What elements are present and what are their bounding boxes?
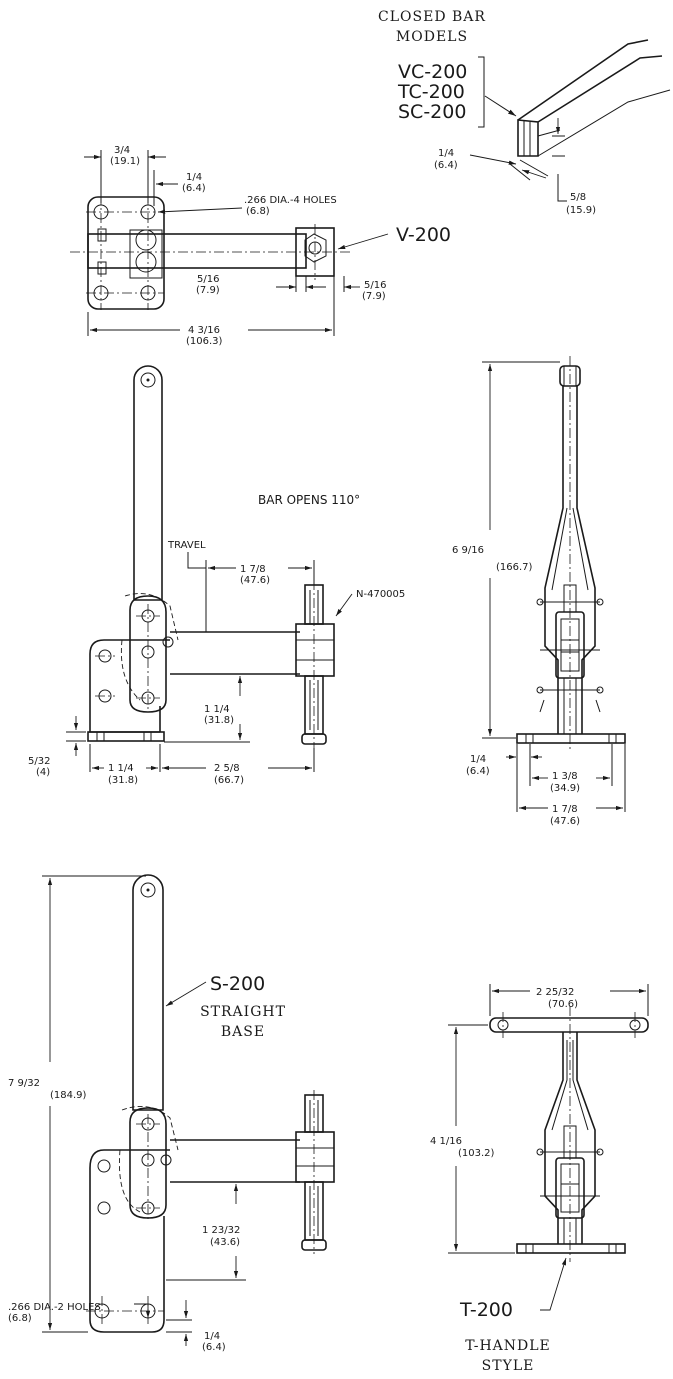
dim-t-width-mm: (70.6): [548, 999, 578, 1010]
dim-travel-mm: (47.6): [240, 575, 270, 586]
dim-front-c: 1 7/8: [552, 804, 578, 815]
t-handle-view: 2 25/32 (70.6) 4 1/16 (103.2) T-200 T-HA…: [430, 984, 649, 1374]
dim-closed-height-mm: (15.9): [566, 205, 596, 216]
dim-travel: 1 7/8: [240, 564, 266, 575]
model-sc-200: SC-200: [398, 101, 466, 123]
dim-side-height-mm: (31.8): [204, 715, 234, 726]
dim-t-width: 2 25/32: [536, 987, 574, 998]
dim-straight-height-mm: (184.9): [50, 1090, 87, 1101]
model-tc-200: TC-200: [397, 81, 465, 103]
dim-top-total: 4 3/16: [188, 325, 220, 336]
straight-holes-mm: (6.8): [8, 1313, 32, 1324]
dim-closed-height: 5/8: [570, 192, 586, 203]
travel-label: TRAVEL: [167, 540, 206, 551]
straight-label-2: BASE: [221, 1024, 265, 1040]
dim-top-b: 1/4: [186, 172, 202, 183]
dim-t-height-mm: (103.2): [458, 1148, 495, 1159]
straight-base-body: [89, 1149, 170, 1333]
side-handle: [133, 365, 163, 601]
closed-bar-title-2: MODELS: [396, 29, 468, 45]
top-arm: [87, 233, 307, 269]
model-vc-200: VC-200: [398, 61, 467, 83]
dim-side-height: 1 1/4: [204, 704, 230, 715]
t-handle-label-2: STYLE: [482, 1358, 535, 1374]
closed-bar-detail: CLOSED BAR MODELS VC-200 TC-200 SC-200 1…: [378, 9, 671, 216]
dim-front-height: 6 9/16: [452, 545, 484, 556]
dim-top-d-mm: (7.9): [362, 291, 386, 302]
dim-t-height: 4 1/16: [430, 1136, 462, 1147]
dim-top-a: 3/4: [114, 145, 130, 156]
straight-handle: [132, 874, 164, 1111]
dim-straight-spindle: 1 23/32: [202, 1225, 240, 1236]
dim-side-base-t-mm: (4): [36, 767, 50, 778]
dim-front-height-mm: (166.7): [496, 562, 533, 573]
dim-front-a-mm: (6.4): [466, 766, 490, 777]
dim-top-c-mm: (7.9): [196, 285, 220, 296]
dim-side-base-mm: (31.8): [108, 775, 138, 786]
dim-front-b-mm: (34.9): [550, 783, 580, 794]
straight-label-1: STRAIGHT: [200, 1004, 286, 1020]
dim-front-b: 1 3/8: [552, 771, 578, 782]
dim-top-total-mm: (106.3): [186, 336, 223, 347]
top-view: V-200 3/4 (19.1) 1/4 (6.4) .266 DIA.-4 H…: [70, 145, 451, 347]
straight-base-view: S-200 STRAIGHT BASE 7 9/32 (184.9) 1 23/…: [8, 874, 335, 1353]
model-s-200: S-200: [210, 973, 265, 995]
top-holes-label: .266 DIA.-4 HOLES: [244, 195, 337, 206]
straight-holes-label: .266 DIA.-2 HOLES: [8, 1302, 101, 1313]
dim-straight-spindle-mm: (43.6): [210, 1237, 240, 1248]
dim-front-a: 1/4: [470, 754, 486, 765]
dim-closed-thick: 1/4: [438, 148, 454, 159]
dim-top-b-mm: (6.4): [182, 183, 206, 194]
front-view: 6 9/16 (166.7) 1/4 (6.4) 1 3/8 (34.9) 1 …: [452, 356, 626, 827]
t-handle-label-1: T-HANDLE: [465, 1338, 551, 1354]
side-view: BAR OPENS 110° TRAVEL 1 7/8 (47.6) N-470…: [28, 365, 405, 786]
dim-closed-thick-mm: (6.4): [434, 160, 458, 171]
dim-top-d: 5/16: [364, 280, 386, 291]
dim-straight-t-mm: (6.4): [202, 1342, 226, 1353]
model-v-200: V-200: [396, 224, 451, 246]
dim-side-base: 1 1/4: [108, 763, 134, 774]
top-base-plate: [87, 196, 165, 310]
model-bracket: [478, 56, 485, 128]
t-handle-bar: [489, 1017, 649, 1033]
part-label: N-470005: [356, 589, 405, 600]
bar-opens-label: BAR OPENS 110°: [258, 493, 360, 507]
side-arm: [170, 631, 300, 675]
dim-top-a-mm: (19.1): [110, 156, 140, 167]
side-base-plate: [87, 731, 165, 742]
dim-side-reach-mm: (66.7): [214, 775, 244, 786]
closed-bar-title-1: CLOSED BAR: [378, 9, 486, 25]
top-holes-mm: (6.8): [246, 206, 270, 217]
dim-side-base-t: 5/32: [28, 756, 50, 767]
front-handle: [544, 386, 596, 734]
front-base-plate: [516, 733, 626, 744]
dim-top-c: 5/16: [197, 274, 219, 285]
dim-straight-height: 7 9/32: [8, 1078, 40, 1089]
model-t-200: T-200: [459, 1299, 513, 1321]
dim-straight-t: 1/4: [204, 1331, 220, 1342]
dim-front-c-mm: (47.6): [550, 816, 580, 827]
dim-side-reach: 2 5/8: [214, 763, 240, 774]
